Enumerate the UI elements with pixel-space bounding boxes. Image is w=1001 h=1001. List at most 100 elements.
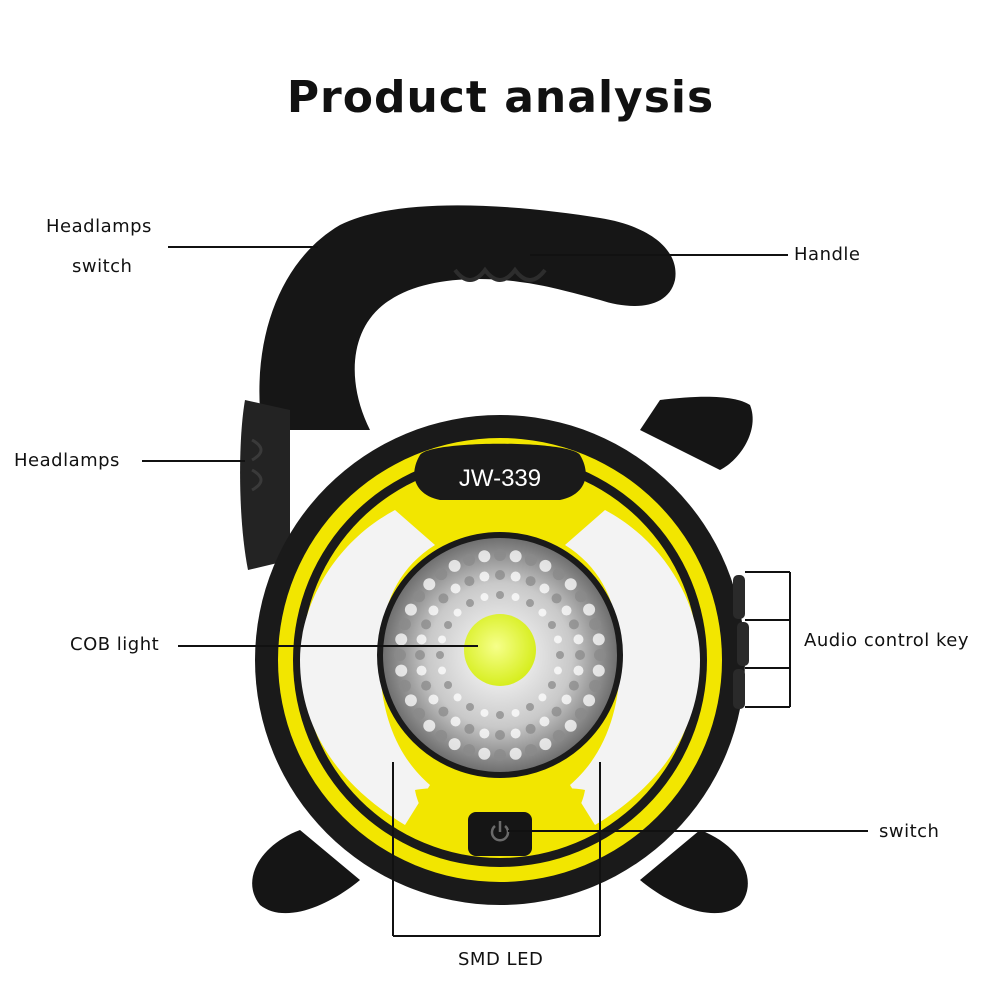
reflector-facet — [526, 702, 534, 711]
reflector-facet — [495, 730, 505, 740]
reflector-facet — [448, 738, 461, 751]
reflector-facet — [526, 599, 534, 608]
reflector-facet — [564, 578, 577, 591]
reflector-facet — [494, 549, 506, 561]
reflector-facet — [395, 633, 408, 646]
reflector-facet — [574, 590, 587, 603]
reflector-facet — [480, 593, 489, 602]
reflector-facet — [394, 649, 406, 661]
reflector-facet — [428, 694, 439, 705]
reflector-facet — [415, 650, 425, 660]
reflector-facet — [479, 571, 490, 582]
cob-lens — [464, 614, 536, 686]
reflector-facet — [421, 680, 432, 691]
label-audio-control-key: Audio control key — [804, 630, 970, 651]
reflector-facet — [525, 576, 536, 587]
power-icon — [490, 821, 510, 842]
reflector-facet — [423, 578, 436, 591]
reflector-facet — [438, 706, 449, 717]
reflector-facet — [495, 570, 505, 580]
reflector-facet — [404, 694, 417, 707]
reflector-facet — [478, 747, 491, 760]
reflector-facet — [592, 633, 605, 646]
label-switch: switch — [879, 821, 940, 842]
reflector-facet — [444, 681, 453, 689]
label-headlamps-switch-line1: Headlamps — [46, 216, 152, 237]
reflector-facet — [464, 723, 475, 734]
reflector-facet — [509, 550, 522, 563]
label-cob-light: COB light — [70, 634, 160, 655]
reflector-facet — [416, 665, 427, 676]
reflector-facet — [479, 728, 490, 739]
smd-led-left-panel — [300, 510, 435, 825]
reflector-facet — [524, 553, 537, 566]
reflector-facet — [575, 650, 585, 660]
audio-key-3[interactable] — [733, 669, 745, 709]
reflector-facet — [404, 603, 417, 616]
reflector-facet — [556, 651, 564, 659]
reflector-facet — [438, 666, 447, 675]
reflector-facet — [538, 693, 547, 702]
reflector-facet — [395, 664, 408, 677]
reflector-facet — [539, 716, 550, 727]
audio-key-1[interactable] — [733, 575, 745, 619]
audio-key-2[interactable] — [737, 622, 749, 666]
reflector-facet — [510, 728, 521, 739]
reflector-facet — [574, 707, 587, 720]
model-badge — [414, 443, 586, 500]
bottom-right-foot — [640, 830, 748, 914]
reflector-facet — [398, 679, 411, 692]
reflector-facet — [561, 694, 572, 705]
reflector-facet — [496, 711, 504, 719]
reflector-facet — [421, 619, 432, 630]
headlamps-housing — [240, 400, 290, 570]
page-title: Product analysis — [286, 72, 715, 123]
reflector-facet — [413, 707, 426, 720]
reflector-facet — [594, 649, 606, 661]
reflector-facet — [573, 665, 584, 676]
reflector-facet — [583, 694, 596, 707]
label-headlamps-switch-line2: switch — [72, 256, 133, 277]
reflector-facet — [524, 744, 537, 757]
reflector-facet — [478, 550, 491, 563]
reflector-facet — [413, 590, 426, 603]
reflector-facet — [538, 608, 547, 617]
reflector-facet — [589, 618, 602, 631]
reflector-facet — [539, 559, 552, 572]
callout-smd-led — [392, 762, 601, 937]
model-text: JW-339 — [459, 465, 541, 492]
handle — [259, 205, 676, 430]
reflector-facet — [438, 635, 447, 644]
bottom-left-foot — [252, 830, 360, 914]
reflector-facet — [438, 593, 449, 604]
reflector-facet — [547, 681, 556, 689]
reflector-facet — [463, 744, 476, 757]
reflector-facet — [398, 618, 411, 631]
reflector-facet — [448, 559, 461, 572]
top-right-ear — [640, 396, 753, 470]
reflector-facet — [464, 576, 475, 587]
reflector-facet — [568, 680, 579, 691]
reflector-facet — [551, 706, 562, 717]
label-headlamps: Headlamps — [14, 450, 120, 471]
reflector-facet — [428, 605, 439, 616]
reflector-facet — [552, 729, 565, 742]
power-switch[interactable] — [468, 812, 532, 856]
reflector-facet — [547, 621, 556, 629]
label-handle: Handle — [794, 244, 861, 265]
reflector-facet — [511, 593, 520, 602]
reflector-facet — [436, 651, 444, 659]
reflector-facet — [453, 693, 462, 702]
reflector-facet — [511, 708, 520, 717]
reflector-facet — [423, 719, 436, 732]
label-smd-led: SMD LED — [458, 949, 544, 970]
reflector-facet — [466, 599, 474, 608]
reflector-facet — [450, 716, 461, 727]
reflector-facet — [494, 749, 506, 761]
reflector-facet — [573, 634, 584, 645]
reflector-facet — [568, 619, 579, 630]
reflector-facet — [510, 571, 521, 582]
reflector-facet — [561, 605, 572, 616]
reflector-facet — [466, 702, 474, 711]
